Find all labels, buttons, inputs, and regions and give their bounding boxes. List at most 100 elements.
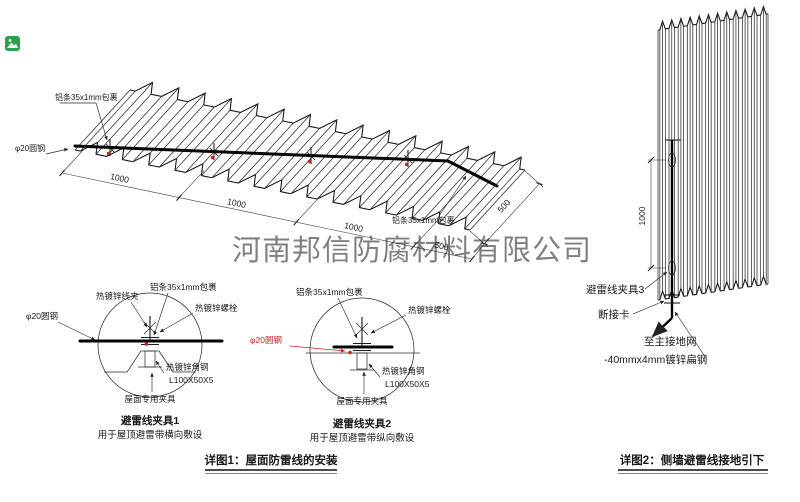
dimension-line	[62, 173, 472, 259]
bolt-cross	[356, 323, 368, 335]
label-bolt: 热镀锌螺栓	[408, 305, 451, 315]
extension-line	[525, 171, 543, 187]
wall-top-edge	[658, 6, 768, 30]
detail-circle	[98, 293, 202, 397]
label-to-ground: 至主接地网	[644, 335, 697, 348]
dimension-tick	[294, 219, 299, 225]
leader-line	[675, 311, 706, 358]
label-rod: φ20圆钢	[250, 335, 282, 345]
wall-corrugation	[658, 0, 768, 300]
label-angle-spec: L100X50X5	[169, 375, 214, 385]
label-angle-steel: 热镀锌角钢	[166, 362, 209, 372]
roof-right-edge	[470, 170, 525, 230]
angle-steel	[357, 353, 367, 369]
label-roof-clamp: 屋面专用夹具	[124, 394, 176, 404]
roof-corrugation	[75, 80, 534, 230]
label-angle-spec: L100X50X5	[385, 379, 430, 389]
logo-mountain-glyph	[7, 42, 18, 48]
corrugation-fold	[697, 16, 703, 295]
dimension-tick	[177, 195, 182, 201]
dimension-label: 1000	[637, 206, 647, 225]
corrugation-fold	[291, 124, 371, 197]
corrugation-fold	[370, 140, 450, 213]
wall-clamp-mark	[669, 153, 676, 167]
label-disconnect: 断接卡	[598, 308, 630, 321]
leader-line	[156, 360, 164, 373]
label-bolt: 热镀锌螺栓	[195, 303, 238, 313]
dimension-label: 500	[434, 240, 450, 253]
angle-steel	[145, 351, 155, 367]
dimension-line	[485, 184, 540, 244]
corrugation-fold	[752, 8, 758, 287]
corrugation-fold	[238, 113, 318, 186]
dimension-tick	[648, 265, 654, 271]
wall-dimension: 1000	[637, 157, 666, 271]
leader-line	[633, 301, 665, 314]
corrugation-fold	[687, 17, 693, 296]
label-wire-clip: 热镀锌线夹	[96, 291, 139, 301]
caption-fig1: 详图1：屋面防雷线的安装	[205, 453, 338, 467]
lightning-wire	[75, 146, 497, 186]
corrugation-fold	[344, 134, 424, 207]
dimension-tick	[411, 244, 416, 250]
corrugation-fold	[317, 129, 397, 202]
label-wall-clamp: 避雷线夹具3	[586, 283, 644, 296]
logo-dot	[8, 39, 12, 42]
detail1-subtitle: 用于屋顶避雷带横向敷设	[98, 429, 203, 441]
leader-line	[368, 363, 380, 377]
label-rod: φ20圆钢	[26, 311, 58, 321]
extension-line	[413, 220, 438, 247]
caption-fig2: 详图2：侧墙避雷线接地引下	[620, 453, 765, 467]
detail1-title: 避雷线夹具1	[120, 414, 179, 427]
roof-left-edge	[75, 90, 130, 150]
caption-fig1-group: 详图1：屋面防雷线的安装	[205, 453, 338, 474]
dimension-label: 1000	[226, 196, 247, 210]
label-angle-steel: 热镀锌角钢	[382, 366, 425, 376]
extension-line	[62, 146, 87, 173]
corrugation-fold	[133, 92, 213, 165]
corrugation-fold	[80, 81, 160, 154]
leader-line	[338, 298, 357, 339]
dimension-tick	[482, 243, 488, 245]
bolt-cross	[144, 322, 156, 334]
wall-clamp-mark	[669, 261, 676, 275]
label-flat-steel: -40mmx4mm镀锌扁钢	[604, 353, 707, 366]
dimension-tick	[648, 157, 654, 163]
detail2-title: 避雷线夹具2	[332, 417, 391, 430]
corrugation-fold	[678, 18, 684, 297]
corrugation-fold	[212, 108, 292, 181]
wall-elevation-view: 1000 避雷线夹具3 断接卡 至主接地网 -40mmx4mm镀锌扁钢	[586, 0, 768, 366]
ground-arrow	[651, 318, 672, 338]
logo-badge	[5, 36, 20, 51]
extension-line	[179, 171, 204, 198]
corrugation-fold	[761, 6, 767, 285]
roof-strip-label-top: 铝条35x1mm包裹	[55, 92, 118, 102]
detail2-subtitle: 用于屋顶避雷带纵向敷设	[310, 432, 415, 444]
leader-line	[290, 346, 346, 353]
corrugation-fold	[159, 97, 239, 170]
corrugation-fold	[742, 9, 748, 288]
roof-strip-label-bottom: 铝条35x1mm包裹	[392, 215, 455, 225]
detail-view-1: 热镀锌线夹 铝条35x1mm包裹 热镀锌螺栓 φ20圆钢 热镀锌角钢 L100X…	[26, 282, 238, 441]
extension-line	[296, 195, 321, 222]
leader-line	[153, 293, 168, 336]
leader-line	[645, 271, 668, 289]
red-marker-dot	[144, 342, 149, 346]
corrugation-fold	[715, 13, 721, 292]
leader-line	[159, 313, 193, 332]
dimension-tick	[60, 170, 65, 176]
caption-fig2-group: 详图2：侧墙避雷线接地引下	[618, 453, 768, 474]
roof-rod-label: φ20圆钢	[15, 143, 45, 153]
leader-line	[58, 322, 96, 340]
label-strip: 铝条35x1mm包裹	[296, 287, 363, 297]
corrugation-fold	[733, 10, 739, 289]
leader-line	[46, 148, 69, 154]
detail-view-2: 铝条35x1mm包裹 热镀锌螺栓 φ20圆钢 热镀锌角钢 L100X50X5 屋…	[250, 287, 451, 444]
logo-icon	[5, 36, 20, 51]
dimension-tick	[470, 256, 475, 262]
leader-line	[60, 103, 108, 141]
corrugation-fold	[706, 14, 712, 293]
dimension-tick	[537, 183, 543, 185]
label-strip: 铝条35x1mm包裹	[150, 282, 217, 292]
